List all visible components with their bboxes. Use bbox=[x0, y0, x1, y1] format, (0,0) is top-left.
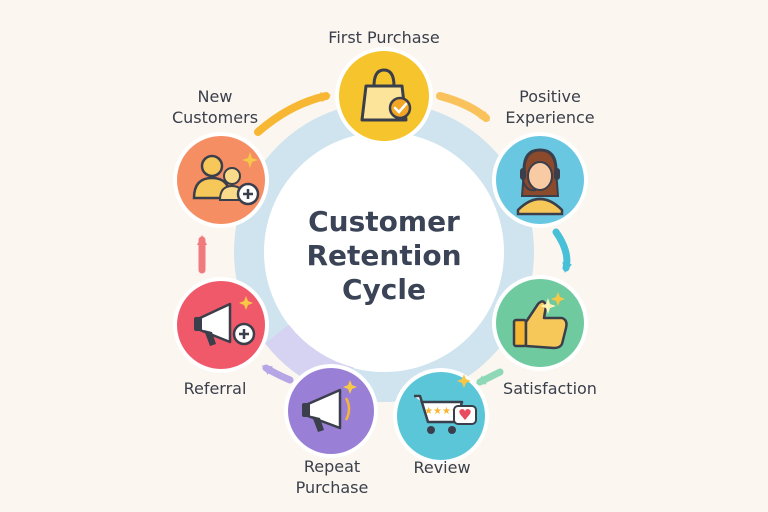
center-title-line3: Cycle bbox=[342, 273, 426, 306]
arrow-satisfaction-to-review bbox=[475, 368, 504, 386]
center-title-line2: Retention bbox=[306, 239, 462, 272]
label-first-purchase: First Purchase bbox=[328, 28, 440, 47]
stage-positive-experience bbox=[492, 132, 588, 228]
arrow-first-to-positive bbox=[436, 92, 490, 122]
label-repeat-purchase: Repeat Purchase bbox=[295, 457, 369, 497]
stage-first-purchase bbox=[335, 47, 433, 145]
arrow-repeat-to-referral bbox=[261, 364, 294, 384]
user-add-icon bbox=[192, 154, 260, 206]
label-positive-experience: Positive Experience bbox=[505, 87, 595, 127]
label-review: Review bbox=[413, 458, 471, 477]
stage-review: ★★★★ bbox=[393, 368, 489, 464]
cart-review-icon: ★★★★ bbox=[414, 394, 477, 434]
label-new-customers: New Customers bbox=[171, 87, 259, 127]
megaphone-plus-icon bbox=[194, 302, 256, 346]
center-title: Customer Retention Cycle bbox=[284, 205, 484, 307]
stage-referral bbox=[173, 277, 269, 373]
stage-new-customers bbox=[173, 132, 269, 228]
arrow-new-to-first bbox=[254, 92, 331, 136]
svg-text:★★★★: ★★★★ bbox=[424, 406, 460, 417]
label-referral: Referral bbox=[183, 379, 247, 398]
center-title-line1: Customer bbox=[308, 205, 460, 238]
label-satisfaction: Satisfaction bbox=[503, 379, 597, 398]
shopping-bag-icon bbox=[360, 68, 412, 122]
sparkle-decorations bbox=[239, 152, 565, 394]
stage-repeat-purchase bbox=[284, 364, 378, 458]
megaphone-icon bbox=[302, 388, 351, 432]
stage-satisfaction bbox=[492, 275, 588, 371]
support-agent-icon bbox=[516, 148, 564, 216]
thumbs-up-icon bbox=[512, 298, 568, 350]
arrow-positive-to-satisfaction bbox=[552, 228, 573, 273]
